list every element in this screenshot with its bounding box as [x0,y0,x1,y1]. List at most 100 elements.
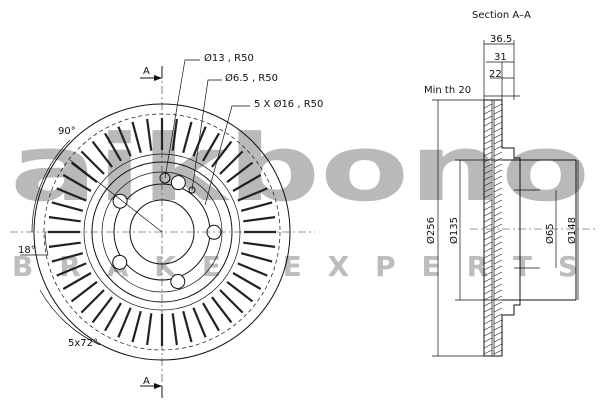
vent-slot [104,302,122,332]
vent-slot [91,140,113,168]
angle-arc-90 [31,139,71,233]
vent-slot [243,241,276,248]
hatch-line [493,109,503,115]
angle-arc-pattern [39,289,101,346]
hatch-line [493,169,503,175]
hatch-line [483,175,493,181]
angle-ref-line [69,159,163,233]
dia-pcd-label: Ø148 [566,217,578,244]
pattern-label: 5x72° [68,338,98,349]
vent-slot [70,161,98,183]
hatch-line [483,199,493,205]
vent-slot [146,118,153,151]
hatch-line [483,325,493,331]
hatch-line [493,115,503,121]
section-hatching [483,103,503,355]
vent-slot [182,310,193,343]
vent-slot [48,216,81,223]
vent-slot [171,118,178,151]
bolt-hole [170,274,186,290]
section-mark-top: A [143,66,150,77]
vent-slot [232,272,262,290]
vent-slot [117,126,132,157]
hatch-line [493,253,503,259]
vent-slot [226,281,254,303]
vent-slot [192,307,207,338]
hatch-line [493,223,503,229]
hatch-line [493,247,503,253]
vent-slot [192,126,207,157]
hatch-line [483,235,493,241]
vent-slot [62,272,92,290]
vent-slot [91,296,113,324]
hatch-line [493,127,503,133]
vent-slot [219,150,244,175]
hole-small-label: Ø13 , R50 [204,52,254,64]
hatch-line [483,253,493,259]
vent-slot [80,150,105,175]
leader-bolt-holes [204,105,250,206]
hatch-line [483,301,493,307]
hatch-line [493,295,503,301]
hatch-line [483,343,493,349]
vent-slot [117,307,132,338]
hatch-line [493,241,503,247]
hatch-line [483,295,493,301]
vent-slot [131,121,142,154]
vent-slot [240,201,273,212]
hatch-line [493,145,503,151]
vent-slot [62,174,92,192]
hatch-line [493,325,503,331]
vent-gap [491,99,495,357]
hatch-line [483,133,493,139]
section-mark-bottom: A [143,376,150,387]
hatch-line [493,199,503,205]
hatch-line [483,217,493,223]
hatch-line [483,241,493,247]
vent-slot [243,216,276,223]
vent-slot [211,296,233,324]
hatch-line [483,211,493,217]
front-view [10,59,315,398]
hatch-line [493,331,503,337]
angle-18-label: 18° [18,245,36,256]
hatch-line [493,163,503,169]
vent-slot [51,201,84,212]
hatch-line [483,103,493,109]
hatch-line [483,319,493,325]
hatch-line [493,259,503,265]
hatch-line [493,283,503,289]
section-outline [483,99,521,357]
vent-slot [226,161,254,183]
vent-slot [48,241,81,248]
hatch-line [483,127,493,133]
hatch-line [493,265,503,271]
vent-slot [104,132,122,162]
vent-slot [237,262,268,277]
bolt-hole [170,175,186,191]
hatch-line [483,121,493,127]
dim-width-total: 36.5 [490,34,512,45]
hatch-line [493,193,503,199]
hatch-line [493,217,503,223]
hole-center-label: Ø6.5 , R50 [225,72,278,84]
hatch-line [483,145,493,151]
hatch-line [493,235,503,241]
section-view [432,40,595,357]
angle-90-label: 90° [58,126,76,137]
bolt-holes-label: 5 X Ø16 , R50 [254,98,323,110]
hatch-line [483,205,493,211]
hatch-line [493,211,503,217]
bolt-holes [112,175,222,290]
hatch-line [483,313,493,319]
vent-slot [171,313,178,346]
hatch-line [483,181,493,187]
hatch-line [493,187,503,193]
dia-bore-label: Ø65 [544,223,556,244]
hatch-line [483,277,493,283]
hatch-line [483,151,493,157]
hatch-line [483,187,493,193]
hatch-line [493,349,503,355]
